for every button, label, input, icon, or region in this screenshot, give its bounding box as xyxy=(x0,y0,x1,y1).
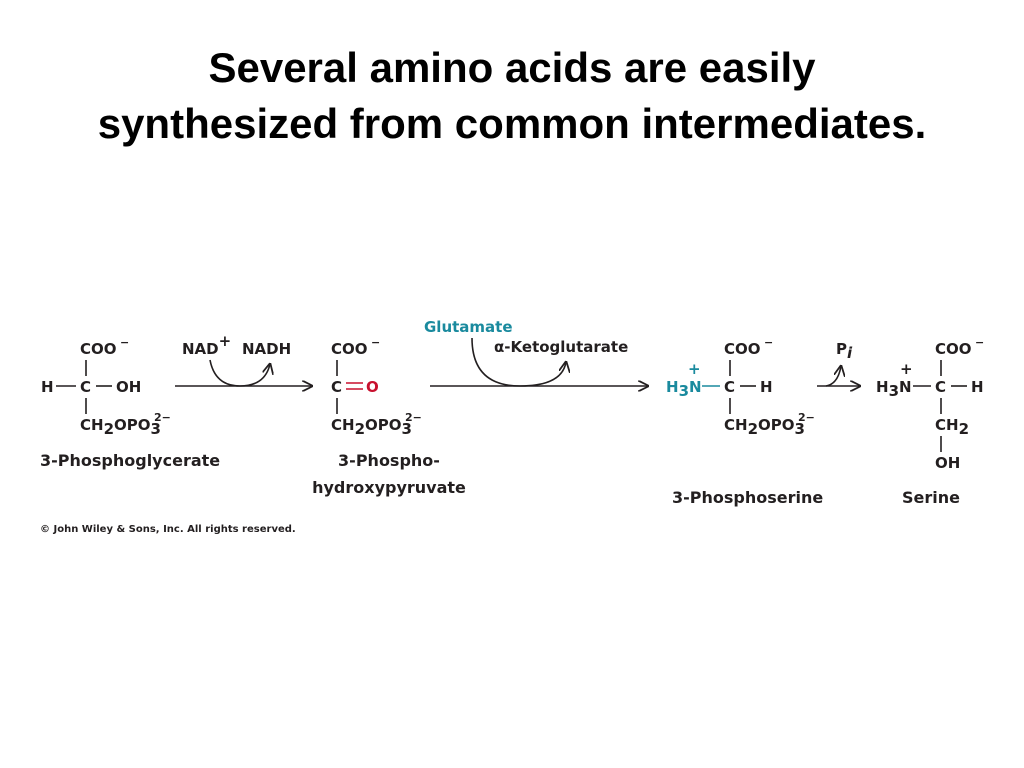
cofactor-nad-plus: NAD+ xyxy=(182,332,231,358)
phosphomethyl-group: CH2OPO3 xyxy=(80,416,161,438)
charge-minus: − xyxy=(371,336,380,349)
label-3-phosphoglycerate: 3-Phosphoglycerate xyxy=(40,451,220,470)
alpha-carbon: C xyxy=(80,378,91,396)
reaction-1: NAD+ NADH xyxy=(175,332,312,386)
cofactor-curved-arrow xyxy=(209,359,270,387)
carboxylate-group: COO xyxy=(724,340,761,358)
carboxylate-group: COO xyxy=(331,340,368,358)
label-3-phospho: 3-Phospho- xyxy=(338,451,440,470)
reaction-3: Pi xyxy=(817,340,860,386)
molecule-serine: COO − + H3N C H CH2 OH Serine xyxy=(876,336,984,507)
coproduct-alpha-ketoglutarate: α-Ketoglutarate xyxy=(494,338,628,356)
label-serine: Serine xyxy=(902,488,960,507)
molecule-3-phosphoglycerate: COO − H C OH CH2OPO3 2− 3-Phosphoglycera… xyxy=(40,336,220,470)
ammonium-charge: + xyxy=(688,360,701,378)
alpha-carbon: C xyxy=(724,378,735,396)
h-atom: H xyxy=(41,378,54,396)
ammonium-group: H3N xyxy=(876,378,912,400)
molecule-3-phosphohydroxypyruvate: COO − C O CH2OPO3 2− 3-Phospho- hydroxyp… xyxy=(312,336,466,497)
h-atom: H xyxy=(971,378,984,396)
phosphomethyl-group: CH2OPO3 xyxy=(331,416,412,438)
carboxylate-group: COO xyxy=(935,340,972,358)
phosphate-charge: 2− xyxy=(798,411,815,424)
h-atom: H xyxy=(760,378,773,396)
phosphomethyl-group: CH2OPO3 xyxy=(724,416,805,438)
copyright-notice: © John Wiley & Sons, Inc. All rights res… xyxy=(40,524,296,535)
carbonyl-carbon: C xyxy=(331,378,342,396)
slide-title: Several amino acids are easily synthesiz… xyxy=(0,40,1024,152)
charge-minus: − xyxy=(764,336,773,349)
label-hydroxypyruvate: hydroxypyruvate xyxy=(312,478,466,497)
product-pi: Pi xyxy=(836,340,853,362)
slide-title-line-1: Several amino acids are easily xyxy=(208,44,816,91)
label-3-phosphoserine: 3-Phosphoserine xyxy=(672,488,823,507)
cosubstrate-glutamate: Glutamate xyxy=(424,318,513,336)
charge-minus: − xyxy=(120,336,129,349)
phosphate-charge: 2− xyxy=(154,411,171,424)
serine-biosynthesis-diagram: COO − H C OH CH2OPO3 2− 3-Phosphoglycera… xyxy=(40,318,984,535)
hydroxyl-group: OH xyxy=(116,378,141,396)
molecule-3-phosphoserine: COO − + H3N C H CH2OPO3 2− 3-Phosphoseri… xyxy=(666,336,823,507)
phosphate-charge: 2− xyxy=(405,411,422,424)
reaction-2: Glutamate α-Ketoglutarate xyxy=(424,318,648,386)
carbonyl-oxygen: O xyxy=(366,378,379,396)
methylene-group: CH2 xyxy=(935,416,969,438)
alpha-carbon: C xyxy=(935,378,946,396)
ammonium-charge: + xyxy=(900,360,913,378)
carboxylate-group: COO xyxy=(80,340,117,358)
slide-title-line-2: synthesized from common intermediates. xyxy=(97,100,927,147)
pi-curved-arrow xyxy=(825,366,841,387)
ammonium-group: H3N xyxy=(666,378,702,400)
cofactor-nadh: NADH xyxy=(242,340,291,358)
charge-minus: − xyxy=(975,336,984,349)
hydroxyl-group: OH xyxy=(935,454,960,472)
